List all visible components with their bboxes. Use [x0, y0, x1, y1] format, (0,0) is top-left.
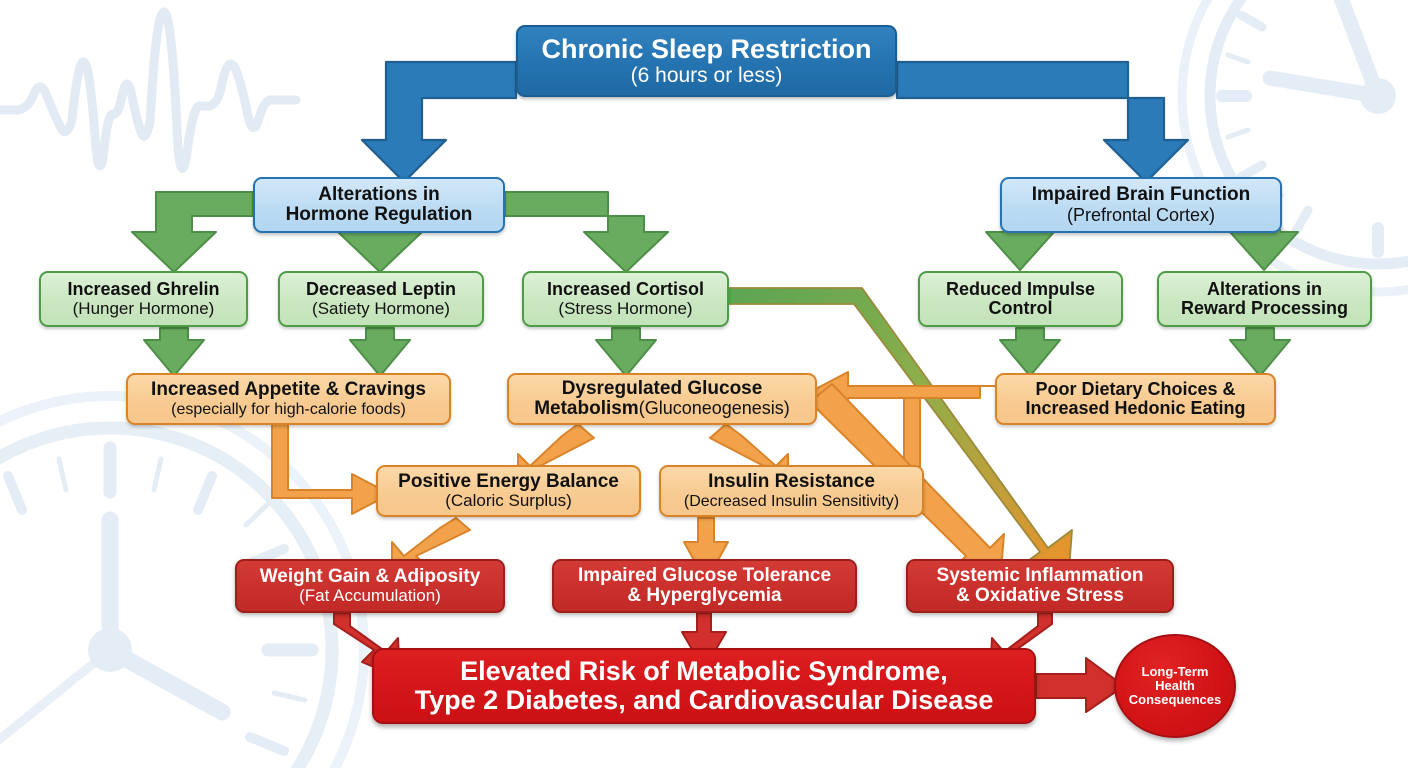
node-subtitle: (Hunger Hormone) [72, 298, 215, 318]
edge-hormone-to-leptin [337, 228, 423, 273]
node-decreased-leptin[interactable]: Decreased Leptin (Satiety Hormone) [278, 271, 484, 327]
node-title-line1: Alterations in [318, 183, 440, 205]
node-title: Positive Energy Balance [398, 470, 619, 492]
node-title: Weight Gain & Adiposity [259, 565, 481, 587]
node-increased-cortisol[interactable]: Increased Cortisol (Stress Hormone) [522, 271, 729, 327]
node-title: Impaired Brain Function [1031, 184, 1251, 206]
node-title: Decreased Leptin [305, 279, 457, 300]
node-subtitle: (Fat Accumulation) [299, 586, 441, 606]
edge-hormone-to-ghrelin [131, 191, 254, 273]
edge-ghrelin-to-appetite [143, 327, 205, 377]
node-positive-energy-balance[interactable]: Positive Energy Balance (Caloric Surplus… [376, 465, 641, 517]
node-title: Increased Cortisol [546, 279, 705, 300]
node-title-line2: & Oxidative Stress [956, 585, 1124, 606]
node-title-line1: Poor Dietary Choices & [1035, 378, 1236, 399]
node-elevated-risk-outcome[interactable]: Elevated Risk of Metabolic Syndrome, Typ… [372, 648, 1036, 724]
node-title: Increased Ghrelin [67, 279, 220, 300]
node-weight-gain-adiposity[interactable]: Weight Gain & Adiposity (Fat Accumulatio… [235, 559, 505, 613]
node-subtitle: (6 hours or less) [630, 63, 783, 87]
circle-line1: Long-Term [1141, 664, 1209, 680]
node-title-line1: Alterations in [1206, 278, 1322, 299]
edge-leptin-to-appetite [349, 327, 411, 377]
node-title-line1: Elevated Risk of Metabolic Syndrome, [460, 656, 948, 687]
node-subtitle: (Prefrontal Cortex) [1066, 204, 1216, 225]
node-title-line1: Reduced Impulse [945, 278, 1096, 299]
node-subtitle: (Caloric Surplus) [445, 491, 572, 511]
node-title: Chronic Sleep Restriction [541, 33, 872, 64]
node-increased-ghrelin[interactable]: Increased Ghrelin (Hunger Hormone) [39, 271, 248, 327]
edge-impulse-to-dietary [999, 327, 1061, 377]
node-systemic-inflammation[interactable]: Systemic Inflammation & Oxidative Stress [906, 559, 1174, 613]
node-title: Insulin Resistance [708, 471, 875, 493]
node-dysregulated-glucose-metabolism[interactable]: Dysregulated Glucose Metabolism(Gluconeo… [507, 373, 817, 425]
node-subtitle: (Stress Hormone) [558, 298, 693, 318]
node-subtitle: (especially for high-calorie foods) [171, 400, 406, 418]
circle-line2: Health [1155, 678, 1195, 694]
node-title-line2-row: Metabolism(Gluconeogenesis) [534, 398, 790, 419]
node-subtitle: (Decreased Insulin Sensitivity) [683, 492, 900, 510]
node-title-line1: Dysregulated Glucose [561, 377, 763, 399]
node-long-term-consequences[interactable]: Long-Term Health Consequences [1114, 634, 1236, 738]
node-title-line2: Increased Hedonic Eating [1025, 398, 1246, 418]
node-title: Increased Appetite & Cravings [151, 379, 426, 401]
node-reduced-impulse-control[interactable]: Reduced Impulse Control [918, 271, 1123, 327]
ecg-line-icon [0, 7, 301, 173]
edge-outcome-to-longterm [1035, 657, 1125, 713]
node-impaired-brain-function[interactable]: Impaired Brain Function (Prefrontal Cort… [1000, 177, 1282, 233]
node-chronic-sleep-restriction[interactable]: Chronic Sleep Restriction (6 hours or le… [516, 25, 897, 97]
edge-dietary-to-glucose-elbow [903, 397, 921, 471]
node-title-line1: Systemic Inflammation [936, 564, 1144, 586]
node-impaired-glucose-tolerance[interactable]: Impaired Glucose Tolerance & Hyperglycem… [552, 559, 857, 613]
clock-bottom-left-icon [0, 391, 369, 768]
clock-top-right-icon [1177, 0, 1408, 297]
edge-root-to-brain [895, 60, 1190, 184]
edge-appetite-to-energy [271, 421, 391, 515]
edge-cortisol-to-glucose [595, 327, 657, 377]
node-poor-dietary-choices[interactable]: Poor Dietary Choices & Increased Hedonic… [995, 373, 1276, 425]
node-title-line2: Control [988, 298, 1053, 318]
node-insulin-resistance[interactable]: Insulin Resistance (Decreased Insulin Se… [659, 465, 924, 517]
node-title-line2: Hormone Regulation [285, 204, 473, 225]
node-reward-processing[interactable]: Alterations in Reward Processing [1157, 271, 1372, 327]
circle-line3: Consequences [1128, 691, 1222, 707]
node-title-line1: Impaired Glucose Tolerance [577, 564, 832, 586]
node-subtitle: (Satiety Hormone) [312, 298, 450, 318]
edge-root-to-hormone [360, 60, 518, 184]
edge-brain-to-reward [1229, 228, 1299, 271]
node-title-line2: Type 2 Diabetes, and Cardiovascular Dise… [414, 685, 994, 715]
node-title-line2-subtext: (Gluconeogenesis) [638, 398, 790, 418]
node-title-line2: & Hyperglycemia [627, 585, 782, 606]
node-title-line2: Metabolism [534, 398, 639, 419]
node-increased-appetite[interactable]: Increased Appetite & Cravings (especiall… [126, 373, 451, 425]
node-hormone-regulation[interactable]: Alterations in Hormone Regulation [253, 177, 505, 233]
edge-reward-to-dietary [1229, 327, 1291, 377]
edge-brain-to-impulse [985, 228, 1055, 271]
edge-hormone-to-cortisol [504, 191, 669, 273]
node-title-line2: Reward Processing [1180, 298, 1349, 318]
